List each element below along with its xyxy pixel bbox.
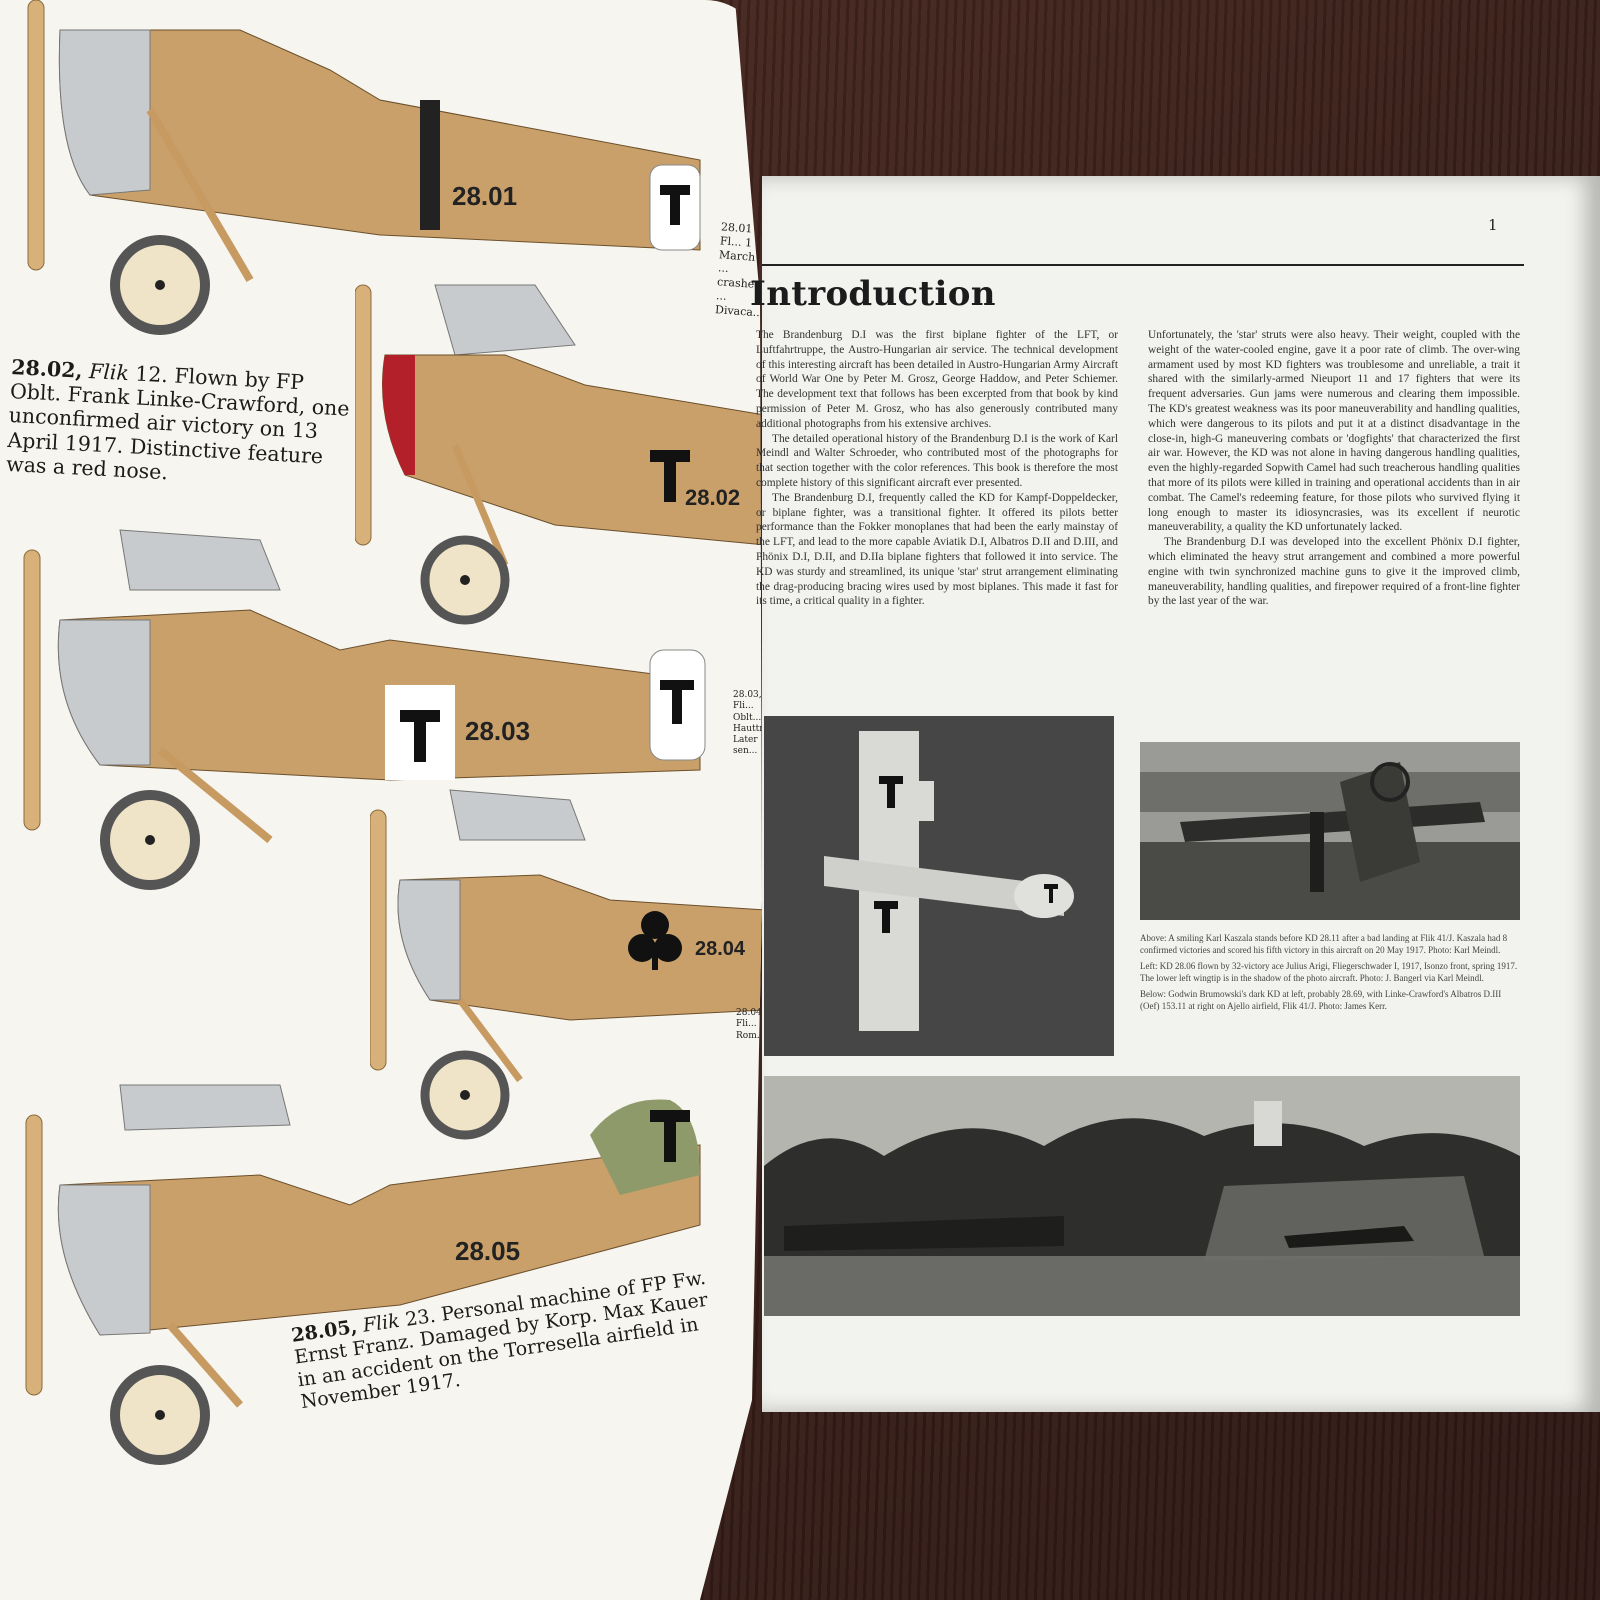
photo-caption-below: Below: Godwin Brumowski's dark KD at lef… (1140, 989, 1502, 1011)
caption-28-02: 28.02, Flik 12. Flown by FP Oblt. Frank … (6, 355, 357, 494)
photo-captions: Above: A smiling Karl Kaszala stands bef… (1140, 932, 1520, 1016)
plane-profile-28-03: 28.03 (23, 529, 706, 890)
photo-ajello-airfield (764, 1076, 1520, 1316)
plane-code-28-01: 28.01 (452, 181, 517, 211)
page-number: 1 (1488, 216, 1498, 234)
column-2-paragraph-2: The Brandenburg D.I was developed into t… (1148, 536, 1520, 608)
page-title: Introduction (750, 274, 996, 314)
plane-code-28-02: 28.02 (685, 485, 740, 510)
right-page: 1 Introduction The Brandenburg D.I was t… (750, 176, 1600, 1412)
plane-code-28-05: 28.05 (455, 1236, 520, 1266)
edge-caption-28-03: 28.03, Fli... Oblt... Hauttmann... Later… (733, 690, 765, 757)
caption-28-02-code: 28.02, (10, 355, 84, 383)
photo-caption-above: Above: A smiling Karl Kaszala stands bef… (1140, 933, 1508, 955)
plane-code-28-03: 28.03 (465, 716, 530, 746)
text-column-1: The Brandenburg D.I was the first biplan… (756, 328, 1118, 609)
text-column-2: Unfortunately, the 'star' struts were al… (1148, 328, 1520, 609)
caption-28-02-unit: Flik (88, 359, 130, 386)
photo-crashed-kd-28-11 (1140, 742, 1520, 920)
photo-caption-left: Left: KD 28.06 flown by 32-victory ace J… (1140, 961, 1518, 983)
photo-aerial-kd-28-06 (764, 716, 1114, 1056)
column-1-paragraph-2: The detailed operational history of the … (756, 432, 1118, 489)
column-2-paragraph-1: Unfortunately, the 'star' struts were al… (1148, 329, 1520, 534)
plane-profile-28-01: 28.01 (27, 0, 701, 335)
plane-profile-28-05: 28.05 (25, 1084, 701, 1465)
header-rule (762, 264, 1524, 266)
column-1-paragraph-1: The Brandenburg D.I was the first biplan… (756, 329, 1118, 430)
plane-profile-28-02: 28.02 (355, 284, 762, 625)
plane-code-28-04: 28.04 (695, 938, 746, 960)
column-1-paragraph-3: The Brandenburg D.I, frequently called t… (756, 491, 1118, 608)
left-page: 28.01 28.02 28.03 (0, 0, 765, 1600)
edge-caption-28-04: 28.04, Fli... Stbs. Rom... (736, 1008, 765, 1041)
plane-profile-28-04: 28.04 (370, 789, 762, 1140)
